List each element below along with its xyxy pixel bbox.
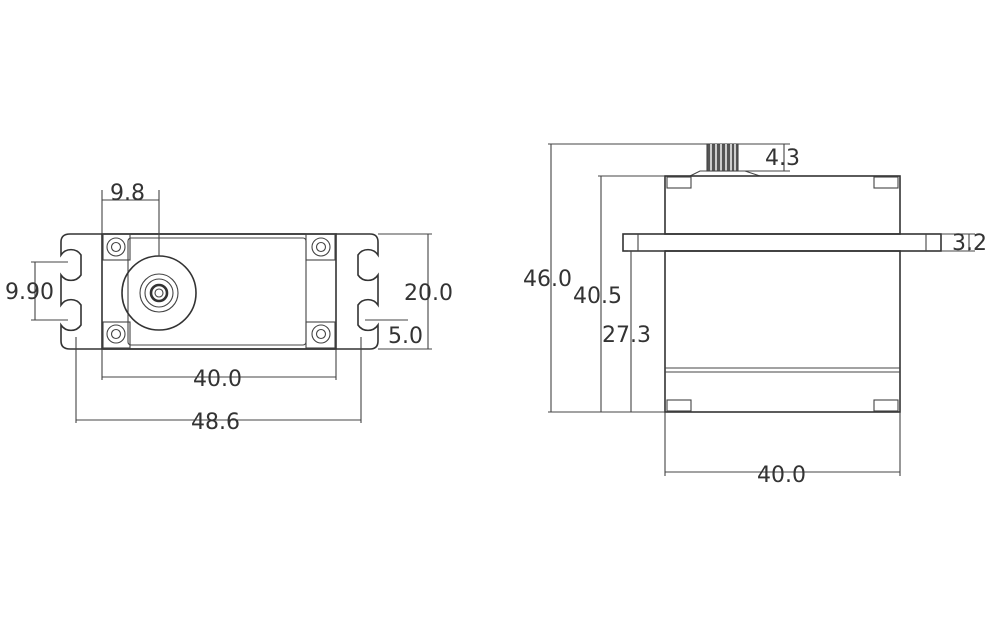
dim-hole-spacing: 9.90 [5, 261, 68, 321]
side-view-upper-case [664, 175, 901, 235]
screw-top-left [102, 233, 131, 261]
output-spline [689, 143, 761, 177]
dim-hole-spacing-label: 9.90 [5, 280, 54, 305]
dim-overall-height-label: 46.0 [523, 267, 572, 292]
screw-bottom-right [305, 321, 336, 349]
top-view-tab-outline [60, 233, 379, 350]
dim-case-height-label: 40.5 [573, 284, 622, 309]
dim-body-width-label: 40.0 [757, 463, 806, 488]
dim-body-length: 40.0 [101, 349, 337, 392]
side-view-flange [622, 233, 942, 252]
dim-flange-height-label: 27.3 [602, 323, 651, 348]
dim-body-length-label: 40.0 [193, 367, 242, 392]
dim-overall-length: 48.6 [75, 337, 362, 435]
dim-spline-height: 4.3 [738, 143, 800, 172]
side-view: 4.3 3.2 46.0 40.5 27.3 [523, 143, 987, 488]
dim-flange-height: 27.3 [602, 250, 665, 412]
dim-height: 20.0 [378, 233, 453, 350]
dim-slot-width-label: 5.0 [388, 324, 423, 349]
dim-spline-height-label: 4.3 [765, 146, 800, 171]
top-view: 9.8 9.90 20.0 5.0 40.0 [5, 181, 453, 435]
dim-body-width: 40.0 [664, 412, 901, 488]
dim-overall-height: 46.0 [523, 143, 707, 413]
output-horn [121, 255, 197, 331]
dim-flange-thickness: 3.2 [941, 231, 987, 256]
side-view-lower-case [664, 250, 901, 413]
dim-case-height: 40.5 [573, 175, 665, 413]
dim-flange-thickness-label: 3.2 [952, 231, 987, 256]
top-view-body [101, 233, 337, 350]
dim-overall-length-label: 48.6 [191, 410, 240, 435]
dim-slot-width: 5.0 [365, 319, 423, 349]
screw-top-right [305, 233, 336, 261]
dim-horn-offset-label: 9.8 [110, 181, 145, 206]
top-view-inner-panel [127, 237, 307, 346]
dim-height-label: 20.0 [404, 281, 453, 306]
screw-bottom-left [102, 321, 131, 349]
dim-horn-offset: 9.8 [101, 181, 160, 256]
